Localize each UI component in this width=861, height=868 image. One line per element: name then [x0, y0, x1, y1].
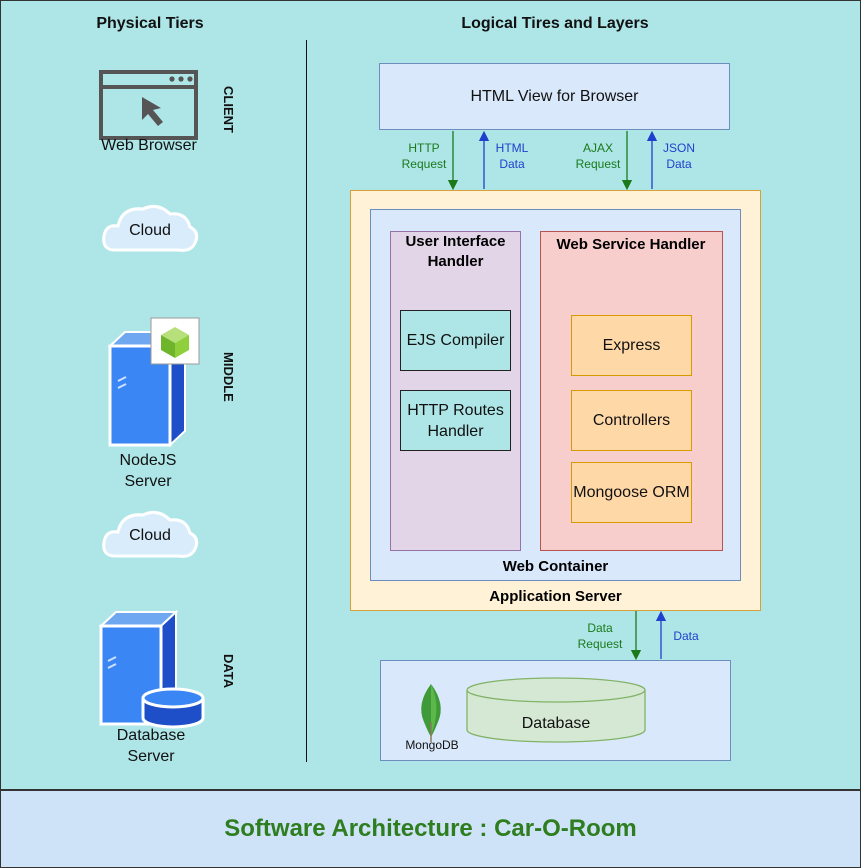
- database-label: Database: [521, 714, 591, 732]
- ejs-compiler-box: EJS Compiler: [400, 310, 511, 371]
- web-browser-label: Web Browser: [101, 137, 197, 154]
- web-container-label: Web Container: [502, 558, 609, 575]
- tier-divider: [306, 40, 307, 762]
- physical-icons: [98, 70, 205, 729]
- data-label: Data: [673, 629, 699, 643]
- ui-handler-label: User Interface Handler: [405, 233, 506, 270]
- mongoose-orm-box: Mongoose ORM: [571, 462, 692, 523]
- http-request-label: HTTP Request: [401, 141, 447, 171]
- mongodb-leaf-icon: [421, 684, 441, 742]
- logical-tiers-header: Logical Tires and Layers: [461, 15, 649, 32]
- nodejs-server-label: NodeJS Server: [119, 452, 177, 490]
- database-server-label: Database Server: [116, 727, 186, 765]
- database-cylinder: [466, 677, 646, 743]
- data-request-label: Data Request: [577, 621, 623, 651]
- html-view-box: HTML View for Browser: [379, 63, 730, 130]
- html-data-label: HTML Data: [495, 141, 529, 171]
- http-routes-handler-box: HTTP Routes Handler: [400, 390, 511, 451]
- express-box: Express: [571, 315, 692, 376]
- cloud-icon-2: [102, 510, 199, 558]
- diagram-title: Software Architecture : Car-O-Room: [0, 790, 861, 868]
- mongodb-label: MongoDB: [405, 738, 459, 752]
- cloud-label-2: Cloud: [129, 527, 171, 544]
- tier-label-middle: MIDDLE: [221, 352, 236, 402]
- tier-label-data: DATA: [221, 654, 236, 689]
- ajax-request-label: AJAX Request: [575, 141, 621, 171]
- ws-handler-label: Web Service Handler: [556, 236, 706, 253]
- json-data-label: JSON Data: [662, 141, 695, 171]
- database-server-icon: [98, 609, 205, 729]
- logical-connectors: [421, 130, 667, 743]
- web-browser-icon: [99, 70, 198, 140]
- controllers-box: Controllers: [571, 390, 692, 451]
- cloud-icon-1: [102, 204, 199, 252]
- physical-tiers-header: Physical Tiers: [96, 15, 204, 32]
- tier-label-client: CLIENT: [221, 86, 236, 133]
- nodejs-server-icon: [107, 317, 200, 448]
- cloud-label-1: Cloud: [129, 222, 171, 239]
- application-server-label: Application Server: [489, 588, 622, 605]
